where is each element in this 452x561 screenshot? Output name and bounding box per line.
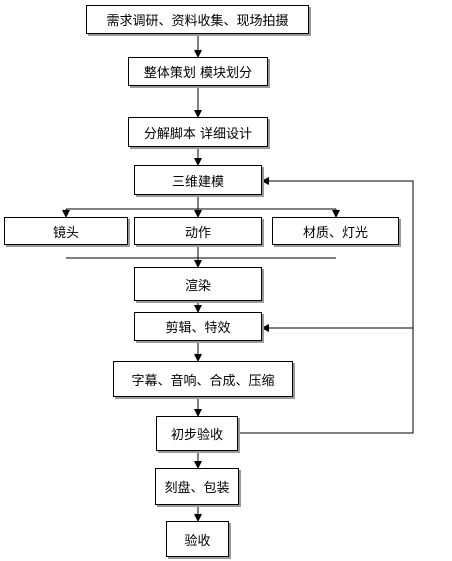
node-materials: 材质、灯光 bbox=[272, 217, 399, 245]
node-burning: 刻盘、包装 bbox=[155, 468, 239, 505]
node-subtitles: 字幕、音响、合成、压缩 bbox=[113, 361, 293, 397]
feedback-loop-to-modeling bbox=[238, 177, 414, 434]
node-acceptance: 验收 bbox=[166, 521, 229, 557]
node-preliminary-review: 初步验收 bbox=[156, 416, 238, 451]
node-script: 分解脚本 详细设计 bbox=[128, 117, 268, 147]
node-research: 需求调研、资料收集、现场拍摄 bbox=[86, 5, 309, 34]
node-modeling: 三维建模 bbox=[134, 165, 262, 195]
node-editing: 剪辑、特效 bbox=[134, 312, 262, 341]
node-planning: 整体策划 模块划分 bbox=[128, 57, 268, 86]
node-rendering: 渲染 bbox=[134, 267, 262, 301]
node-animation: 动作 bbox=[134, 217, 262, 245]
node-camera: 镜头 bbox=[4, 217, 128, 245]
